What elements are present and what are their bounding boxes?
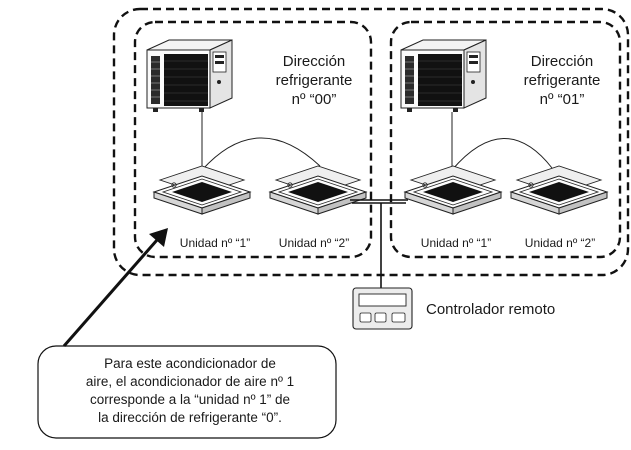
group-00-title-line1: Dirección — [283, 53, 346, 70]
callout-line-1: Para este acondicionador de — [104, 356, 276, 371]
indoor-unit-00-1 — [153, 165, 251, 215]
callout-line-3: corresponde a la “unidad nº 1” de — [90, 392, 290, 407]
callout-line-2: aire, el acondicionador de aire nº 1 — [86, 374, 294, 389]
indoor-unit-00-2 — [269, 165, 367, 215]
callout-box — [37, 345, 337, 439]
group-01-title-line3: nº “01” — [540, 91, 585, 108]
wiring-arc-01 — [451, 138, 553, 171]
unit-label-00-2: Unidad nº “2” — [279, 236, 349, 250]
system-boundary — [112, 7, 630, 277]
remote-controller-icon — [352, 287, 413, 330]
indoor-unit-01-1 — [404, 165, 502, 215]
unit-label-01-2: Unidad nº “2” — [525, 236, 595, 250]
outdoor-unit-01 — [400, 39, 487, 113]
indoor-unit-01-2 — [510, 165, 608, 215]
callout-arrow — [62, 228, 168, 347]
unit-label-01-1: Unidad nº “1” — [421, 236, 491, 250]
group-00-title-line2: refrigerante — [276, 72, 353, 89]
group-01-title-line1: Dirección — [531, 53, 594, 70]
outdoor-unit-00 — [146, 39, 233, 113]
group-01-title-line2: refrigerante — [524, 72, 601, 89]
unit-label-00-1: Unidad nº “1” — [180, 236, 250, 250]
remote-controller-label: Controlador remoto — [426, 301, 555, 318]
refrigerant-group-01-boundary — [389, 20, 622, 259]
group-00-title-line3: nº “00” — [292, 91, 337, 108]
wiring-arc-00 — [201, 137, 321, 171]
callout-line-4: la dirección de refrigerante “0”. — [98, 410, 282, 425]
refrigerant-group-00-boundary — [133, 20, 373, 259]
